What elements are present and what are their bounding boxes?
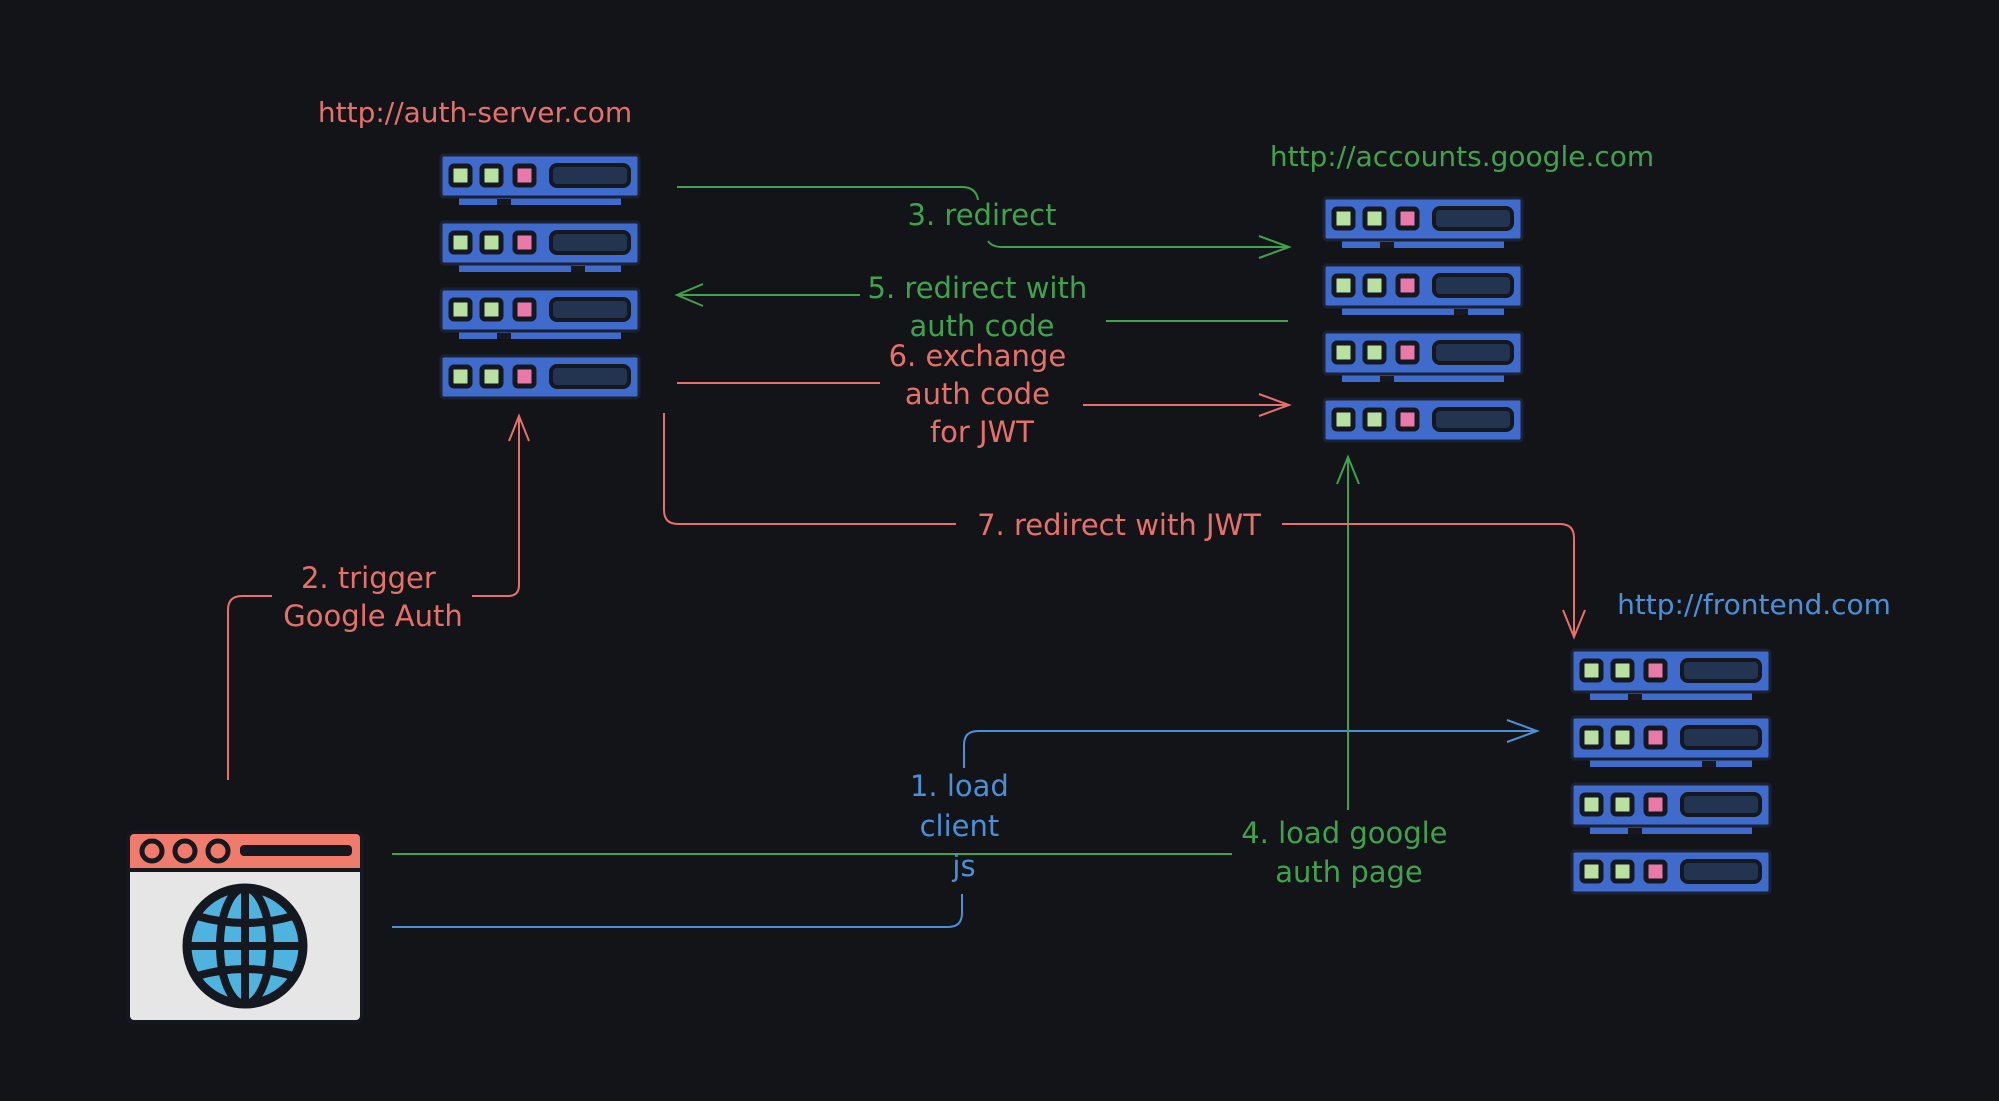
step-1-line-3: js <box>951 849 975 883</box>
step-1-label: 1. load client js <box>910 769 1018 883</box>
server-rack-icon <box>441 155 639 398</box>
step-2-line-1: 2. trigger <box>301 561 436 595</box>
connector-5-redirect-with-auth-code <box>674 283 1288 322</box>
step-6-label: 6. exchange auth code for JWT <box>889 339 1076 449</box>
connector-7-redirect-with-jwt <box>663 413 1586 640</box>
google-accounts-url: http://accounts.google.com <box>1270 140 1654 173</box>
browser-globe-icon <box>126 830 364 1024</box>
browser-node <box>126 830 364 1024</box>
connector-1-load-client-js <box>392 719 1540 928</box>
step-6-line-3: for JWT <box>930 415 1034 449</box>
frontend-url: http://frontend.com <box>1617 588 1891 621</box>
step-6-line-1: 6. exchange <box>889 339 1067 373</box>
step-5-line-1: 5. redirect with <box>868 271 1088 305</box>
connector-2-trigger-google-auth <box>227 413 530 780</box>
step-1-line-1: 1. load <box>910 769 1009 803</box>
step-2-line-2: Google Auth <box>283 599 462 633</box>
step-2-label: 2. trigger Google Auth <box>283 561 462 633</box>
connector-3-redirect <box>677 186 1292 259</box>
frontend-node: http://frontend.com <box>1572 588 1891 893</box>
step-4-line-1: 4. load google <box>1241 816 1447 850</box>
step-1-line-2: client <box>920 809 1000 843</box>
server-rack-icon <box>1324 198 1522 441</box>
step-3-line-1: 3. redirect <box>908 198 1057 232</box>
step-4-line-2: auth page <box>1275 855 1423 889</box>
auth-server-node: http://auth-server.com <box>318 96 639 398</box>
step-5-line-2: auth code <box>909 309 1054 343</box>
step-7-label: 7. redirect with JWT <box>977 508 1261 542</box>
connector-4-load-google-auth-page <box>392 454 1360 855</box>
step-7-line-1: 7. redirect with JWT <box>977 508 1261 542</box>
step-6-line-2: auth code <box>905 377 1050 411</box>
step-5-label: 5. redirect with auth code <box>868 271 1097 343</box>
connector-6-exchange-auth-code <box>677 382 1292 417</box>
google-accounts-node: http://accounts.google.com <box>1270 140 1654 441</box>
auth-server-url: http://auth-server.com <box>318 96 632 129</box>
step-3-label: 3. redirect <box>908 198 1057 232</box>
step-4-label: 4. load google auth page <box>1241 816 1457 889</box>
server-rack-icon <box>1572 650 1770 893</box>
